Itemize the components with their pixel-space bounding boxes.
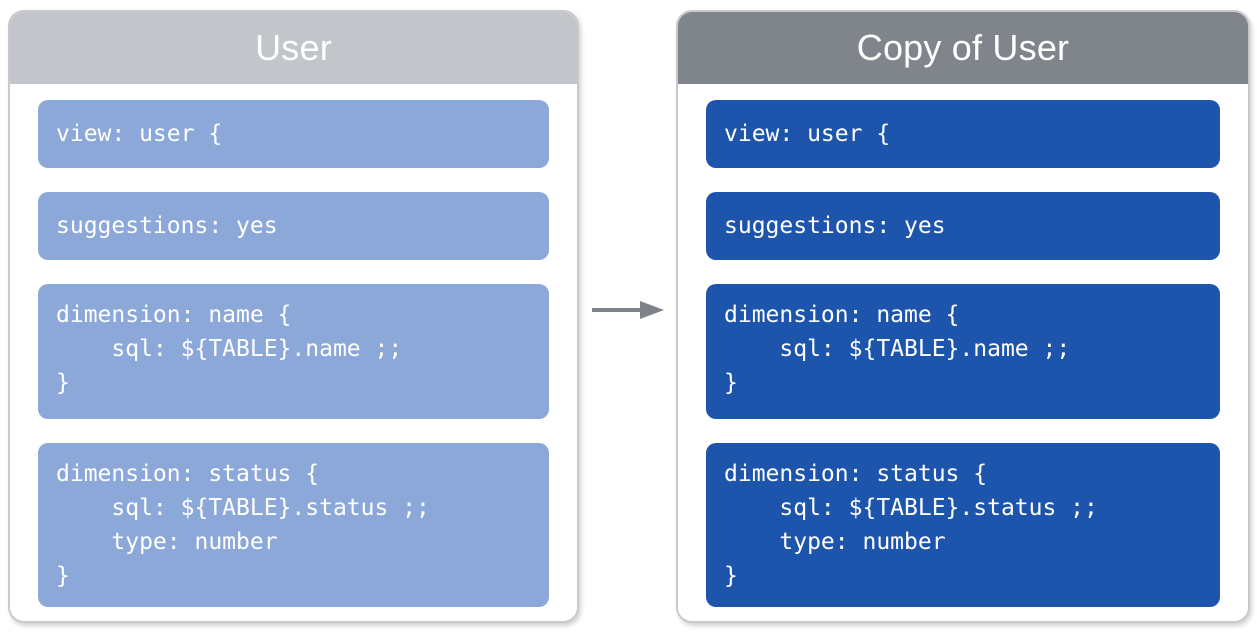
code-block-dimension-status: dimension: status { sql: ${TABLE}.status… bbox=[38, 443, 549, 607]
panel-copy-of-user: Copy of User view: user { suggestions: y… bbox=[676, 10, 1250, 623]
panel-source-header: User bbox=[10, 12, 577, 84]
panel-source-user: User view: user { suggestions: yes dimen… bbox=[8, 10, 579, 623]
code-block-dimension-name: dimension: name { sql: ${TABLE}.name ;; … bbox=[706, 284, 1220, 419]
code-block-dimension-status: dimension: status { sql: ${TABLE}.status… bbox=[706, 443, 1220, 607]
code-block-suggestions-param: suggestions: yes bbox=[706, 192, 1220, 260]
arrow-right-icon bbox=[592, 297, 664, 323]
code-block-dimension-name: dimension: name { sql: ${TABLE}.name ;; … bbox=[38, 284, 549, 419]
code-block-view-declaration: view: user { bbox=[38, 100, 549, 168]
panel-copy-title: Copy of User bbox=[856, 27, 1070, 68]
code-block-view-declaration: view: user { bbox=[706, 100, 1220, 168]
code-block-suggestions-param: suggestions: yes bbox=[38, 192, 549, 260]
panel-copy-header: Copy of User bbox=[678, 12, 1248, 84]
panel-copy-body: view: user { suggestions: yes dimension:… bbox=[678, 84, 1248, 621]
panel-source-body: view: user { suggestions: yes dimension:… bbox=[10, 84, 577, 621]
panel-source-title: User bbox=[255, 27, 332, 68]
